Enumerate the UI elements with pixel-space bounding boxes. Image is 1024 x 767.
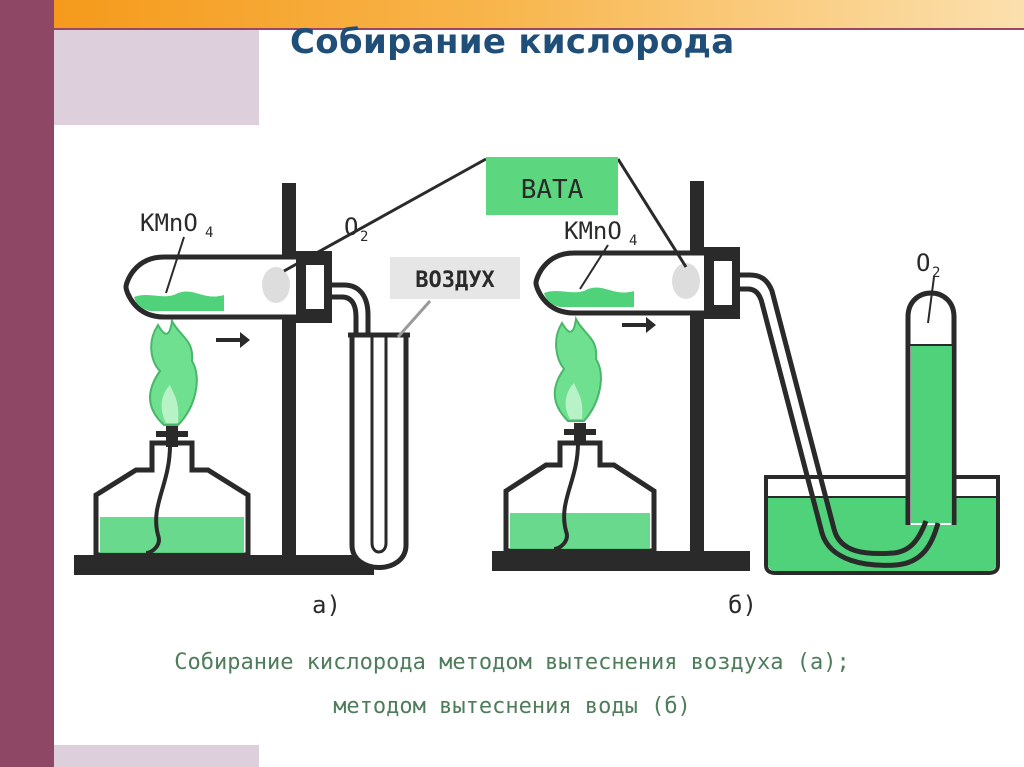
apparatus-diagram: ВАТА KMnO 4 KMnO 4 O 2 O 2 ВОЗДУХ [74,157,1000,619]
slide-title: Собирание кислорода [290,22,735,62]
cotton-label-text: ВАТА [521,175,584,205]
cotton-plug-a [262,267,290,303]
direction-arrow-a [216,332,250,348]
apparatus-b [492,181,1000,575]
test-tube-b [533,247,740,319]
part-a-label: а) [312,591,341,619]
top-divider-line [54,28,1024,30]
air-label: ВОЗДУХ [390,257,520,338]
svg-text:KMnO: KMnO [140,209,198,237]
top-accent-bar [54,0,1024,28]
svg-text:2: 2 [932,265,940,281]
cotton-label: ВАТА [283,157,688,273]
cotton-plug-b [672,263,700,299]
direction-arrow-b [622,317,656,333]
o2-label-a: O 2 [344,213,368,245]
spirit-burner-a [93,425,251,558]
o2-label-b: O 2 [916,249,940,324]
figure-caption-line-1: Собирание кислорода методом вытеснения в… [174,650,850,675]
bottom-decor-block [54,745,259,767]
stand-rod-a [282,183,296,555]
svg-text:KMnO: KMnO [564,217,622,245]
oxygen-collection-figure: ВАТА KMnO 4 KMnO 4 O 2 O 2 ВОЗДУХ [54,125,1024,745]
stand-base-b [492,551,750,571]
apparatus-a [74,183,410,575]
test-tube-a [123,251,371,335]
kmno4-label-a: KMnO 4 [140,209,213,294]
corner-decor-block [54,30,259,125]
left-accent-bar [0,0,54,767]
kmno4-label-b: KMnO 4 [564,217,637,290]
stand-base-a [74,555,374,575]
svg-text:2: 2 [360,229,368,245]
flame-b [553,315,602,422]
svg-text:O: O [344,213,358,241]
svg-text:4: 4 [629,233,637,249]
collecting-tube-b [905,290,957,525]
stand-rod-b [690,181,704,551]
svg-text:O: O [916,249,930,277]
svg-text:4: 4 [205,225,213,241]
figure-caption-line-2: методом вытеснения воды (б) [333,694,691,719]
collecting-tube-a [348,332,410,570]
water-trough [764,475,1000,575]
svg-text:ВОЗДУХ: ВОЗДУХ [415,268,494,293]
delivery-tube-b [738,272,941,568]
part-b-label: б) [728,591,757,619]
flame-a [148,317,198,426]
spirit-burner-b [503,423,657,554]
